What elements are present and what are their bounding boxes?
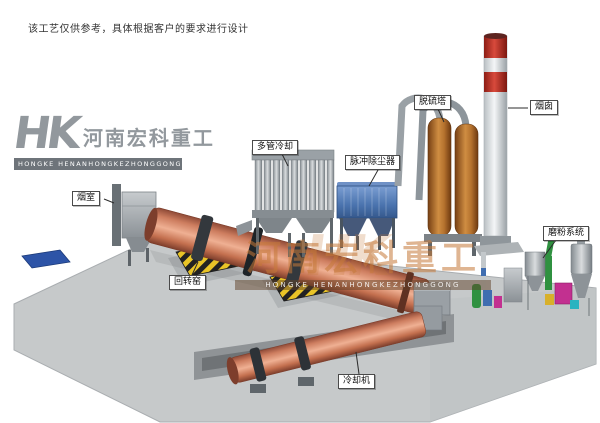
label-desulfurization-tower: 脱硫塔 xyxy=(414,95,452,111)
label-smoke-chamber: 烟室 xyxy=(72,191,101,207)
reference-note: 该工艺仅供参考，具体根据客户的要求进行设计 xyxy=(28,24,249,35)
watermark-company-name: 河南宏科重工 xyxy=(245,239,480,279)
label-multi-tube-cooler: 多管冷却 xyxy=(252,140,299,156)
logo-hk-monogram: HK xyxy=(10,108,81,159)
label-chimney: 烟囱 xyxy=(530,100,559,116)
label-cooler: 冷却机 xyxy=(338,374,376,390)
label-pulse-dust-collector: 脉冲除尘器 xyxy=(345,155,401,171)
logo-company-name-en: HONGKE HENANHONGKEZHONGGONG xyxy=(14,158,182,170)
leader-lines xyxy=(103,107,557,375)
pulse-dust-collector-unit xyxy=(336,182,398,250)
chimney-graphic xyxy=(474,33,524,256)
label-grinding-system: 磨粉系统 xyxy=(543,226,590,242)
auxiliary-units xyxy=(472,252,523,308)
watermark-company-name-en: HONGKE HENANHONGKEZHONGGONG xyxy=(235,279,491,290)
center-watermark: HK 河南宏科重工 HONGKE HENANHONGKEZHONGGONG xyxy=(235,224,491,290)
logo-company-name: 河南宏科重工 xyxy=(82,126,215,150)
watermark-hk-monogram: HK xyxy=(300,224,390,289)
cooler-graphic xyxy=(226,311,426,385)
label-rotary-kiln: 回转窑 xyxy=(169,275,207,291)
company-logo: HK 河南宏科重工 HONGKE HENANHONGKEZHONGGONG xyxy=(10,108,213,170)
multi-tube-cooler-unit xyxy=(236,149,335,257)
desulfurization-towers xyxy=(424,117,482,256)
